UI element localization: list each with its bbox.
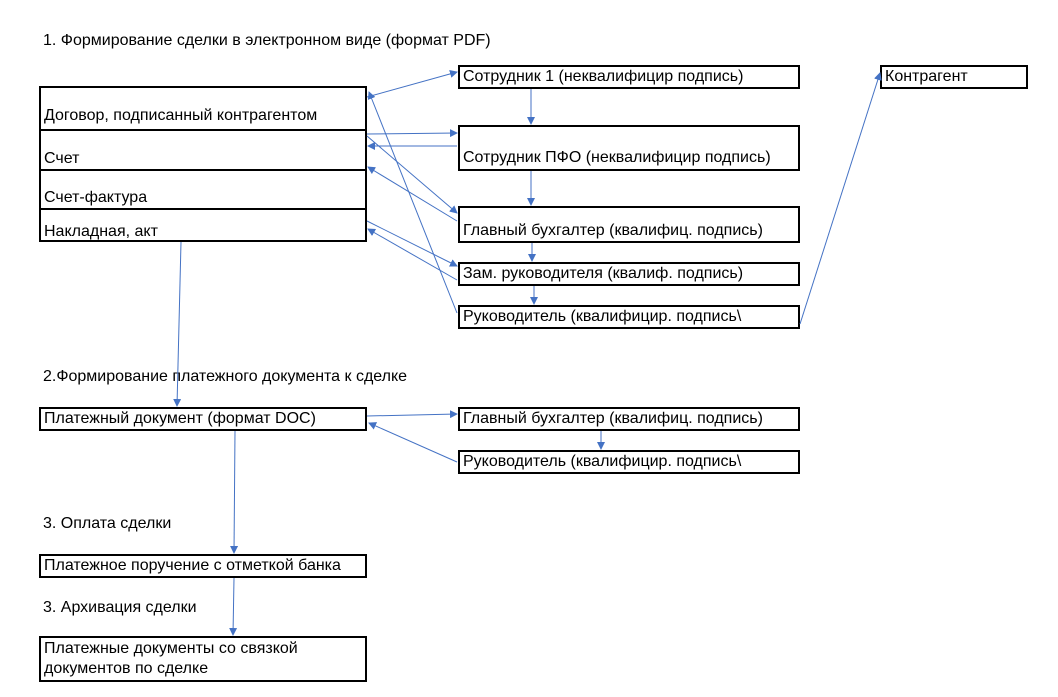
payment-doc-box: Платежный документ (формат DOC) (39, 407, 367, 431)
document-contract: Договор, подписанный контрагентом (44, 107, 318, 124)
document-invoice: Счет (44, 150, 80, 167)
documents-box: Договор, подписанный контрагентом Счет С… (39, 86, 367, 242)
arrow-deputy-to-docs (367, 228, 458, 281)
section-3-title: 3. Оплата сделки (43, 515, 172, 532)
document-waybill: Накладная, акт (44, 223, 158, 240)
arrow-payhead-to-paymentdoc (368, 422, 458, 463)
payment-head-label: Руководитель (квалифицир. подпись\ (463, 453, 742, 470)
payment-chief-accountant: Главный бухгалтер (квалифиц. подпись) (458, 407, 800, 431)
arrow-order-to-archive (229, 577, 238, 636)
archive-label-line1: Платежные документы со связкой (44, 640, 298, 657)
signer-employee1: Сотрудник 1 (неквалифицир подпись) (458, 65, 800, 89)
signer-employee1-label: Сотрудник 1 (неквалифицир подпись) (463, 68, 744, 85)
divider (41, 169, 365, 171)
section-1-title: 1. Формирование сделки в электронном вид… (43, 32, 491, 49)
signer-head: Руководитель (квалифицир. подпись\ (458, 305, 800, 329)
arrow-chief-to-docs (367, 166, 458, 222)
arrow-docs-to-employee1 (366, 70, 458, 98)
payment-order-label: Платежное поручение с отметкой банка (44, 557, 341, 574)
payment-chief-accountant-label: Главный бухгалтер (квалифиц. подпись) (463, 410, 763, 427)
signer-employee-pfo: Сотрудник ПФО (неквалифицир подпись) (458, 125, 800, 171)
payment-head: Руководитель (квалифицир. подпись\ (458, 450, 800, 474)
payment-doc-label: Платежный документ (формат DOC) (44, 410, 316, 427)
divider (41, 129, 365, 131)
signer-head-label: Руководитель (квалифицир. подпись\ (463, 308, 742, 325)
arrow-docs-to-deputy (366, 220, 458, 267)
signer-employee-pfo-label: Сотрудник ПФО (неквалифицир подпись) (463, 149, 771, 166)
arrow-head-to-docs (367, 91, 458, 314)
arrow-head-to-counterparty (799, 72, 882, 325)
document-vat-invoice: Счет-фактура (44, 189, 148, 206)
archive-box: Платежные документы со связкой документо… (39, 636, 367, 682)
signer-deputy-head-label: Зам. руководителя (квалиф. подпись) (463, 265, 744, 282)
payment-order-box: Платежное поручение с отметкой банка (39, 554, 367, 578)
archive-label-line2: документов по сделке (44, 660, 209, 677)
counterparty-box: Контрагент (880, 65, 1028, 89)
divider (41, 208, 365, 210)
arrow-docs-to-pfo (366, 129, 458, 138)
counterparty-label: Контрагент (885, 68, 968, 85)
arrow-paymentdoc-to-chief (366, 410, 458, 419)
section-4-title: 3. Архивация сделки (43, 599, 197, 616)
arrow-paymentdoc-to-order (230, 430, 239, 554)
signer-chief-accountant-label: Главный бухгалтер (квалифиц. подпись) (463, 222, 763, 239)
signer-deputy-head: Зам. руководителя (квалиф. подпись) (458, 262, 800, 286)
section-2-title: 2.Формирование платежного документа к сд… (43, 368, 408, 385)
signer-chief-accountant: Главный бухгалтер (квалифиц. подпись) (458, 206, 800, 243)
arrow-docs-to-chief (366, 135, 458, 214)
